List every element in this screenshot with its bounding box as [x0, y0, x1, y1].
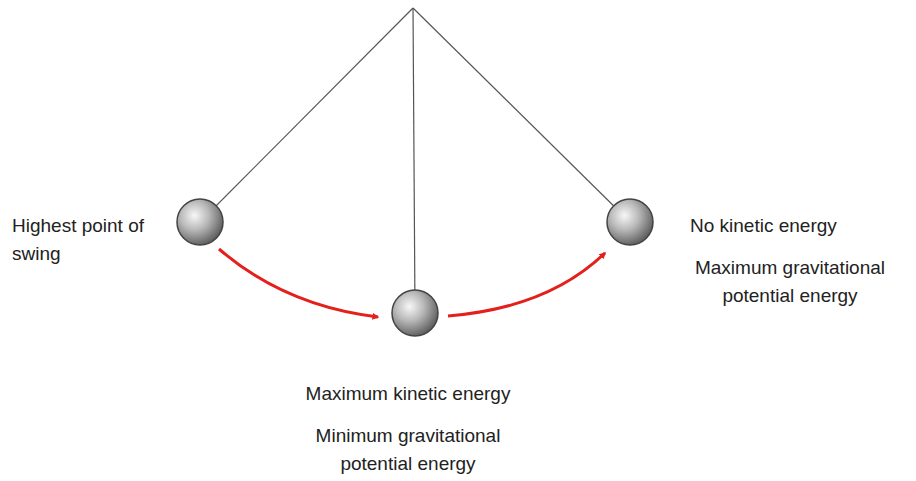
bob-bottom — [392, 290, 438, 336]
pendulum-bobs — [177, 199, 653, 336]
label-box: Minimum gravitational potential energy — [288, 422, 528, 478]
swing-arrow-down — [219, 249, 378, 317]
pendulum-strings — [200, 8, 630, 313]
label-box: Highest point of swing — [12, 212, 162, 268]
energy-note: Minimum gravitational potential energy — [288, 422, 528, 478]
energy-note: No kinetic energy — [690, 212, 900, 240]
label-box: No kinetic energy — [690, 212, 900, 240]
string-right — [413, 8, 630, 222]
string-left — [200, 8, 413, 222]
bob-right — [607, 199, 653, 245]
swing-arrow-up — [448, 253, 605, 316]
energy-note: Maximum kinetic energy — [288, 380, 528, 408]
position-label: Highest point of swing — [12, 212, 162, 268]
bob-left — [177, 199, 223, 245]
string-middle — [413, 8, 415, 313]
label-box: Maximum kinetic energy — [288, 380, 528, 408]
energy-note: Maximum gravitational potential energy — [668, 254, 912, 310]
label-box: Maximum gravitational potential energy — [668, 254, 912, 310]
